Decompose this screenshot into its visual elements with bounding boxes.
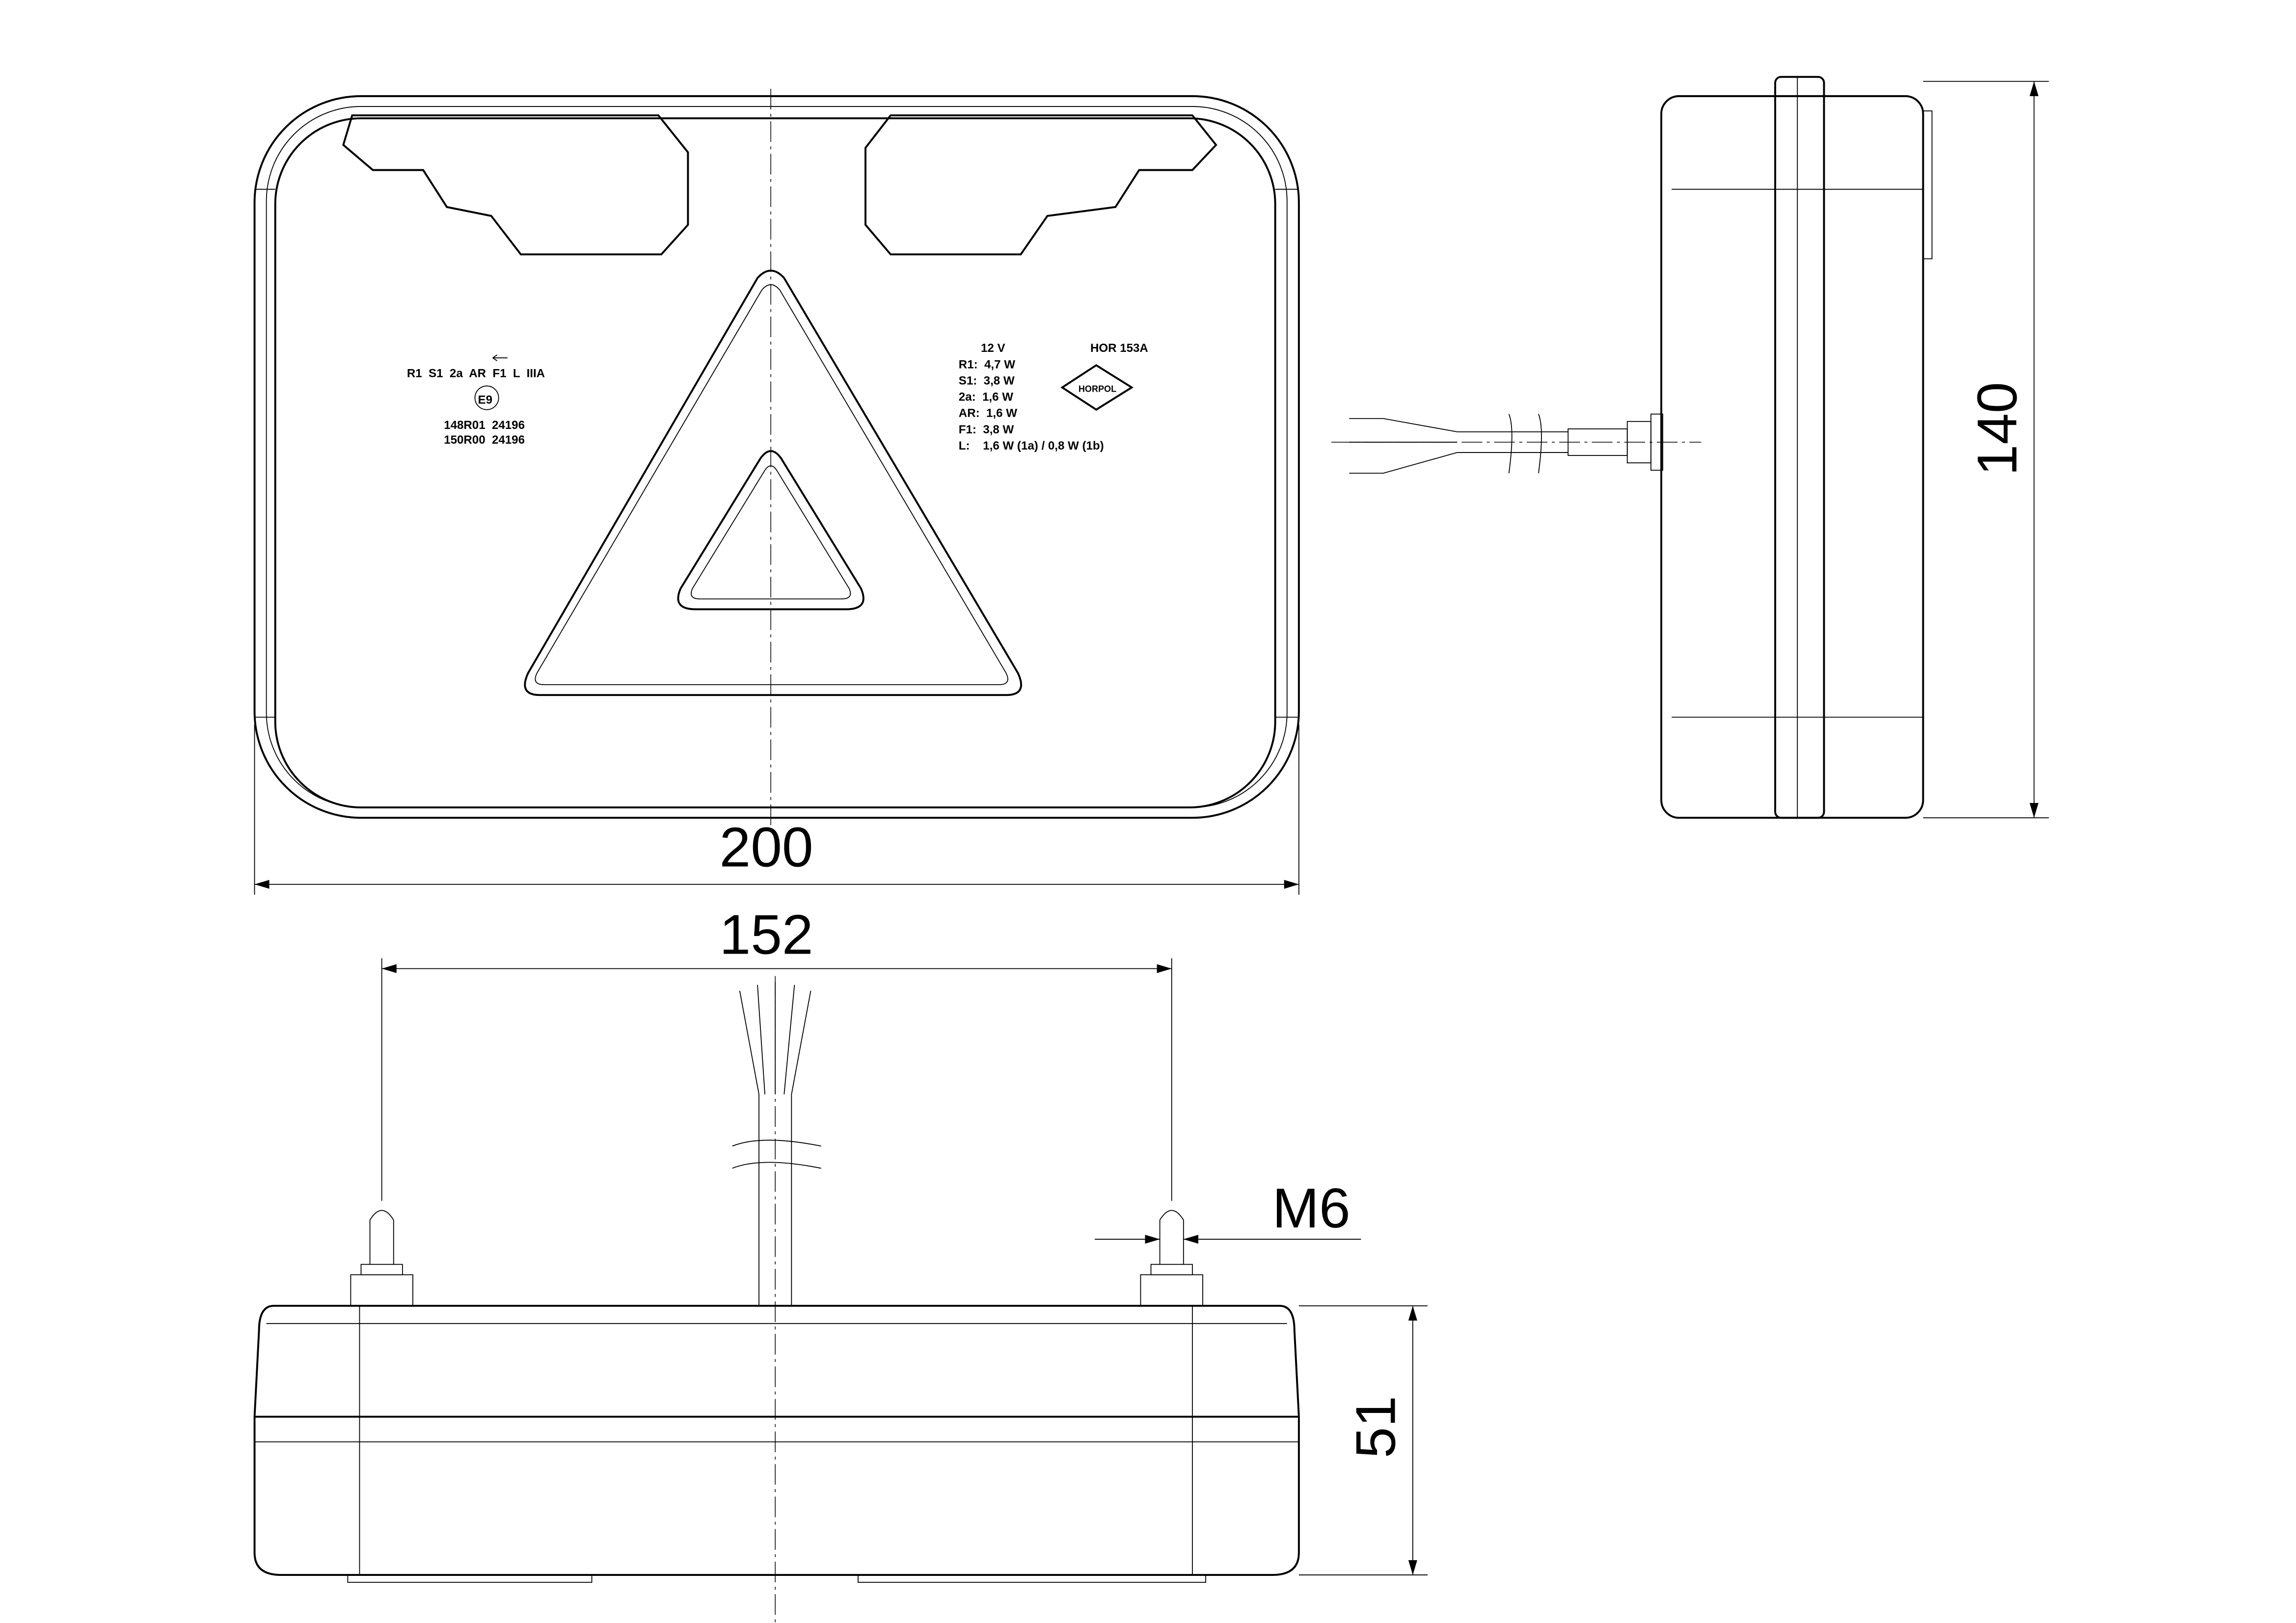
mounting-stud-right: [1140, 1210, 1203, 1306]
approval-1: 148R01 24196: [444, 419, 525, 432]
dimension-height: 140: [1966, 382, 2028, 476]
horpol-logo: [1060, 364, 1134, 411]
dimension-width: 200: [720, 816, 813, 879]
emark-circle: [474, 385, 499, 410]
dimension-mount-spacing: 152: [720, 904, 813, 966]
mounting-stud-left: [350, 1210, 413, 1306]
cable-side: [1331, 413, 1702, 474]
side-view: 140: [1331, 76, 2049, 819]
right-lens-cutout: [864, 114, 1217, 256]
spec-line: F1: 3,8 W: [959, 423, 1014, 436]
model-number: HOR 153A: [1090, 342, 1148, 355]
thread-size: M6: [1272, 1177, 1351, 1240]
spec-line: AR: 1,6 W: [959, 407, 1017, 420]
spec-line: R1: 4,7 W: [959, 358, 1015, 371]
emark-label: E9: [478, 394, 492, 407]
front-view: R1 S1 2a AR F1 L IIIA E9 148R01 24196 15…: [253, 88, 1300, 895]
bottom-view: 152 M6 51: [253, 904, 1428, 1623]
warning-triangle-inner: [677, 450, 864, 611]
warning-triangle-outer: [524, 269, 1022, 696]
spec-line: S1: 3,8 W: [959, 374, 1015, 387]
cable-bottom: [732, 976, 821, 1623]
approval-2: 150R00 24196: [444, 433, 525, 447]
spec-line: 2a: 1,6 W: [959, 391, 1013, 404]
function-codes: R1 S1 2a AR F1 L IIIA: [407, 367, 545, 380]
voltage: 12 V: [981, 342, 1005, 355]
housing-outline: [253, 95, 1300, 819]
dimension-depth: 51: [1345, 1396, 1407, 1458]
horpol-logo-text: HORPOL: [1079, 384, 1116, 394]
left-lens-cutout: [342, 114, 689, 256]
spec-line: L: 1,6 W (1a) / 0,8 W (1b): [959, 439, 1104, 452]
